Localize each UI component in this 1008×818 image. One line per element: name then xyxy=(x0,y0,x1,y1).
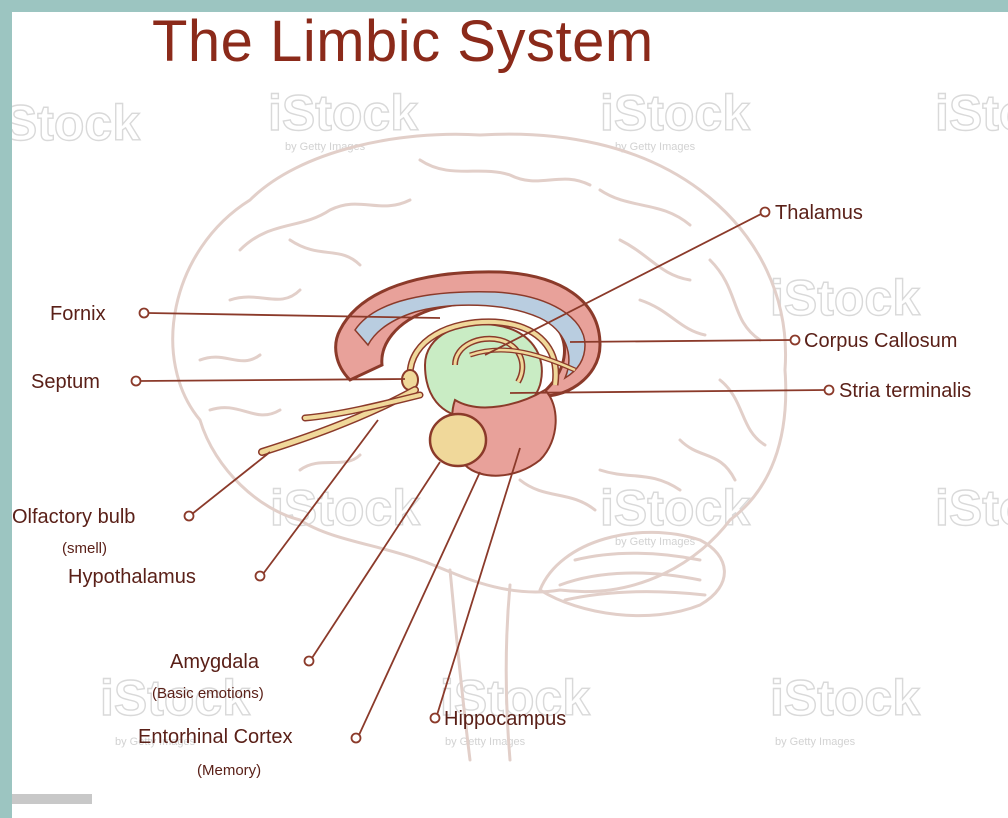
watermark-text: iStock xyxy=(268,85,418,141)
watermark-text: iStock xyxy=(770,270,920,326)
fornix-marker xyxy=(140,309,149,318)
watermark-text: iStock xyxy=(600,85,750,141)
watermark-text: iStock xyxy=(12,95,140,151)
label-hippocampus: Hippocampus xyxy=(444,708,566,730)
diagram-card: The Limbic System iStock iStock by Getty… xyxy=(12,12,1008,818)
hypothalamus-marker xyxy=(256,572,265,581)
label-hypothalamus: Hypothalamus xyxy=(68,566,196,588)
label-amygdala: Amygdala xyxy=(170,651,260,673)
limbic-structures xyxy=(262,272,600,476)
stria-terminalis-marker xyxy=(825,386,834,395)
image-id-tag xyxy=(12,794,92,804)
entorhinal-cortex-marker xyxy=(352,734,361,743)
label-fornix: Fornix xyxy=(50,303,106,325)
watermark-text: iStock xyxy=(935,480,1008,536)
septum-marker xyxy=(132,377,141,386)
thalamus-marker xyxy=(761,208,770,217)
watermark-text: iStock xyxy=(935,85,1008,141)
label-thalamus: Thalamus xyxy=(775,202,863,224)
amygdala-structure xyxy=(430,414,486,466)
hippocampus-marker xyxy=(431,714,440,723)
olfactory-bulb-marker xyxy=(185,512,194,521)
watermark-subtext: by Getty Images xyxy=(615,536,696,548)
watermark-text: iStock xyxy=(770,670,920,726)
amygdala-marker xyxy=(305,657,314,666)
label-entorhinal-cortex: Entorhinal Cortex xyxy=(138,726,293,748)
label-septum: Septum xyxy=(31,371,100,393)
label-olfactory-bulb: Olfactory bulb xyxy=(12,506,135,528)
limbic-diagram: iStock iStock by Getty Images iStock by … xyxy=(12,12,1008,818)
corpus-callosum-marker xyxy=(791,336,800,345)
label-entorhinal-note: (Memory) xyxy=(197,762,261,779)
label-olfactory-note: (smell) xyxy=(62,540,107,557)
label-corpus-callosum: Corpus Callosum xyxy=(804,330,957,352)
watermark-subtext: by Getty Images xyxy=(775,736,856,748)
label-stria-terminalis: Stria terminalis xyxy=(839,380,971,402)
watermark-subtext: by Getty Images xyxy=(445,736,526,748)
label-amygdala-note: (Basic emotions) xyxy=(152,685,264,702)
